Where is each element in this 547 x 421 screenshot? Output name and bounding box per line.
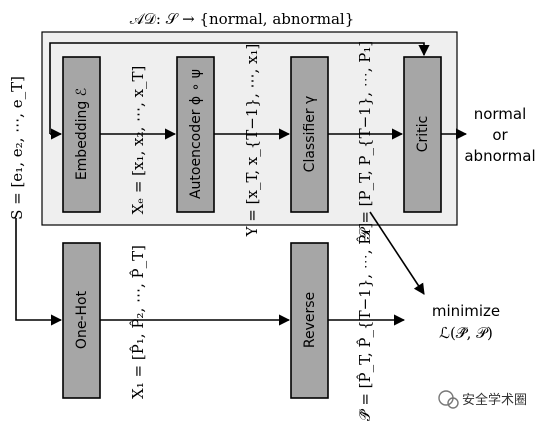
classifier-label: Classifier γ	[302, 96, 318, 173]
reverse-block	[290, 242, 329, 399]
p-label: 𝒫 = [P_T, P_{T−1}, ⋯, P₁]	[356, 41, 374, 240]
autoencoder-block	[176, 56, 215, 213]
output-normal: normal	[474, 105, 527, 123]
watermark-text: 安全学术圈	[462, 392, 527, 408]
output-abnormal: abnormal	[464, 147, 535, 165]
arrow-skip-to-critic	[49, 42, 430, 134]
phat-label: 𝒫̂ = [P̂_T, P̂_{T−1}, ⋯, P̂₁]	[356, 223, 374, 421]
wechat-icon	[438, 390, 459, 409]
embedding-label: Embedding ℰ	[74, 88, 90, 180]
diagram-title: 𝒜𝒟: 𝒮 → {normal, abnormal}	[130, 10, 355, 28]
critic-label: Critic	[415, 116, 431, 153]
objective-minimize: minimize	[432, 302, 500, 320]
detector-frame	[41, 31, 458, 226]
onehot-label: One-Hot	[74, 290, 90, 349]
xe-label: Xₑ = [x₁, x₂, ⋯, x_T]	[129, 66, 147, 215]
onehot-block	[62, 242, 101, 399]
arrow-p-to-objective	[369, 211, 425, 295]
input-sequence-label: S = [e₁, e₂, ⋯, e_T]	[8, 76, 26, 220]
x1-label: X₁ = [P̂₁, P̂₂, ⋯, P̂_T]	[129, 245, 147, 399]
embedding-block	[62, 56, 101, 213]
arrow-input-to-onehot	[15, 218, 63, 326]
output-or: or	[492, 126, 508, 144]
y-label: Y = [x_T, x_{T−1}, ⋯, x₁]	[243, 44, 261, 238]
objective-loss: ℒ(𝒫̂, 𝒫)	[439, 324, 493, 342]
autoencoder-label: Autoencoder ϕ ∘ ψ	[188, 69, 204, 199]
reverse-label: Reverse	[302, 292, 318, 348]
critic-block	[403, 56, 442, 213]
